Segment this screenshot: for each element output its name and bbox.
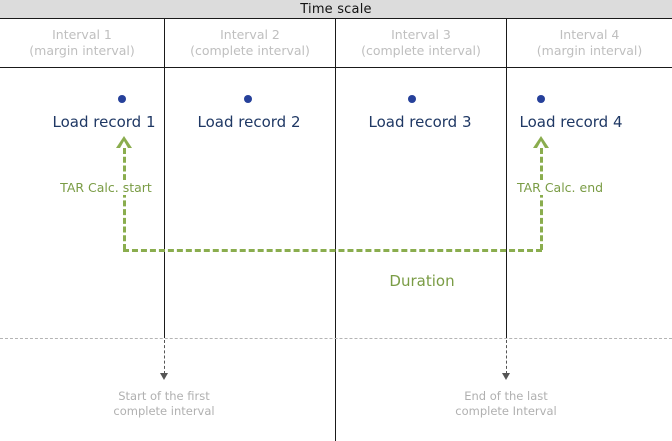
load-record-dot-2 (244, 95, 252, 103)
interval-header-3: Interval 3 (complete interval) (336, 19, 506, 67)
load-record-label-3: Load record 3 (368, 113, 472, 131)
first-complete-arrow-icon (160, 373, 168, 380)
interval-4-kind: (margin interval) (536, 43, 643, 58)
first-complete-line-2: complete interval (113, 404, 215, 418)
interval-header-4: Interval 4 (margin interval) (507, 19, 672, 67)
interval-divider-3 (506, 18, 507, 338)
tar-end-line (540, 148, 543, 250)
load-record-dot-4 (537, 95, 545, 103)
last-complete-arrow-icon (502, 373, 510, 380)
last-complete-line-2: complete Interval (455, 404, 557, 418)
load-record-dot-3 (408, 95, 416, 103)
interval-1-kind: (margin interval) (29, 43, 135, 58)
tar-start-line (123, 148, 126, 250)
time-scale-title: Time scale (300, 1, 372, 17)
last-complete-callout-line (506, 340, 507, 374)
tar-end-label: TAR Calc. end (513, 180, 607, 195)
interval-1-name: Interval 1 (52, 27, 112, 42)
interval-header-1: Interval 1 (margin interval) (0, 19, 164, 67)
load-record-label-2: Load record 2 (197, 113, 301, 131)
load-record-dot-1 (118, 95, 126, 103)
duration-label: Duration (389, 272, 455, 290)
interval-3-name: Interval 3 (391, 27, 451, 42)
load-record-label-4: Load record 4 (519, 113, 623, 131)
interval-2-kind: (complete interval) (190, 43, 310, 58)
interval-divider-2-center (335, 18, 336, 441)
time-scale-header-band: Time scale (0, 0, 672, 18)
interval-divider-1 (164, 18, 165, 338)
tar-end-arrow-notch-icon (537, 141, 545, 148)
interval-header-2: Interval 2 (complete interval) (165, 19, 335, 67)
duration-connector-line (123, 249, 542, 252)
complete-range-separator (0, 338, 672, 339)
first-complete-line-1: Start of the first (118, 389, 210, 403)
tar-start-arrow-notch-icon (120, 141, 128, 148)
last-complete-callout-label: End of the last complete Interval (455, 389, 556, 419)
tar-start-label: TAR Calc. start (57, 180, 155, 195)
first-complete-callout-label: Start of the first complete interval (113, 389, 214, 419)
first-complete-callout-line (164, 340, 165, 374)
interval-3-kind: (complete interval) (361, 43, 481, 58)
last-complete-line-1: End of the last (464, 389, 548, 403)
interval-2-name: Interval 2 (220, 27, 280, 42)
load-record-label-1: Load record 1 (52, 113, 156, 131)
interval-4-name: Interval 4 (559, 27, 620, 42)
interval-header-row: Interval 1 (margin interval) Interval 2 … (0, 18, 672, 68)
